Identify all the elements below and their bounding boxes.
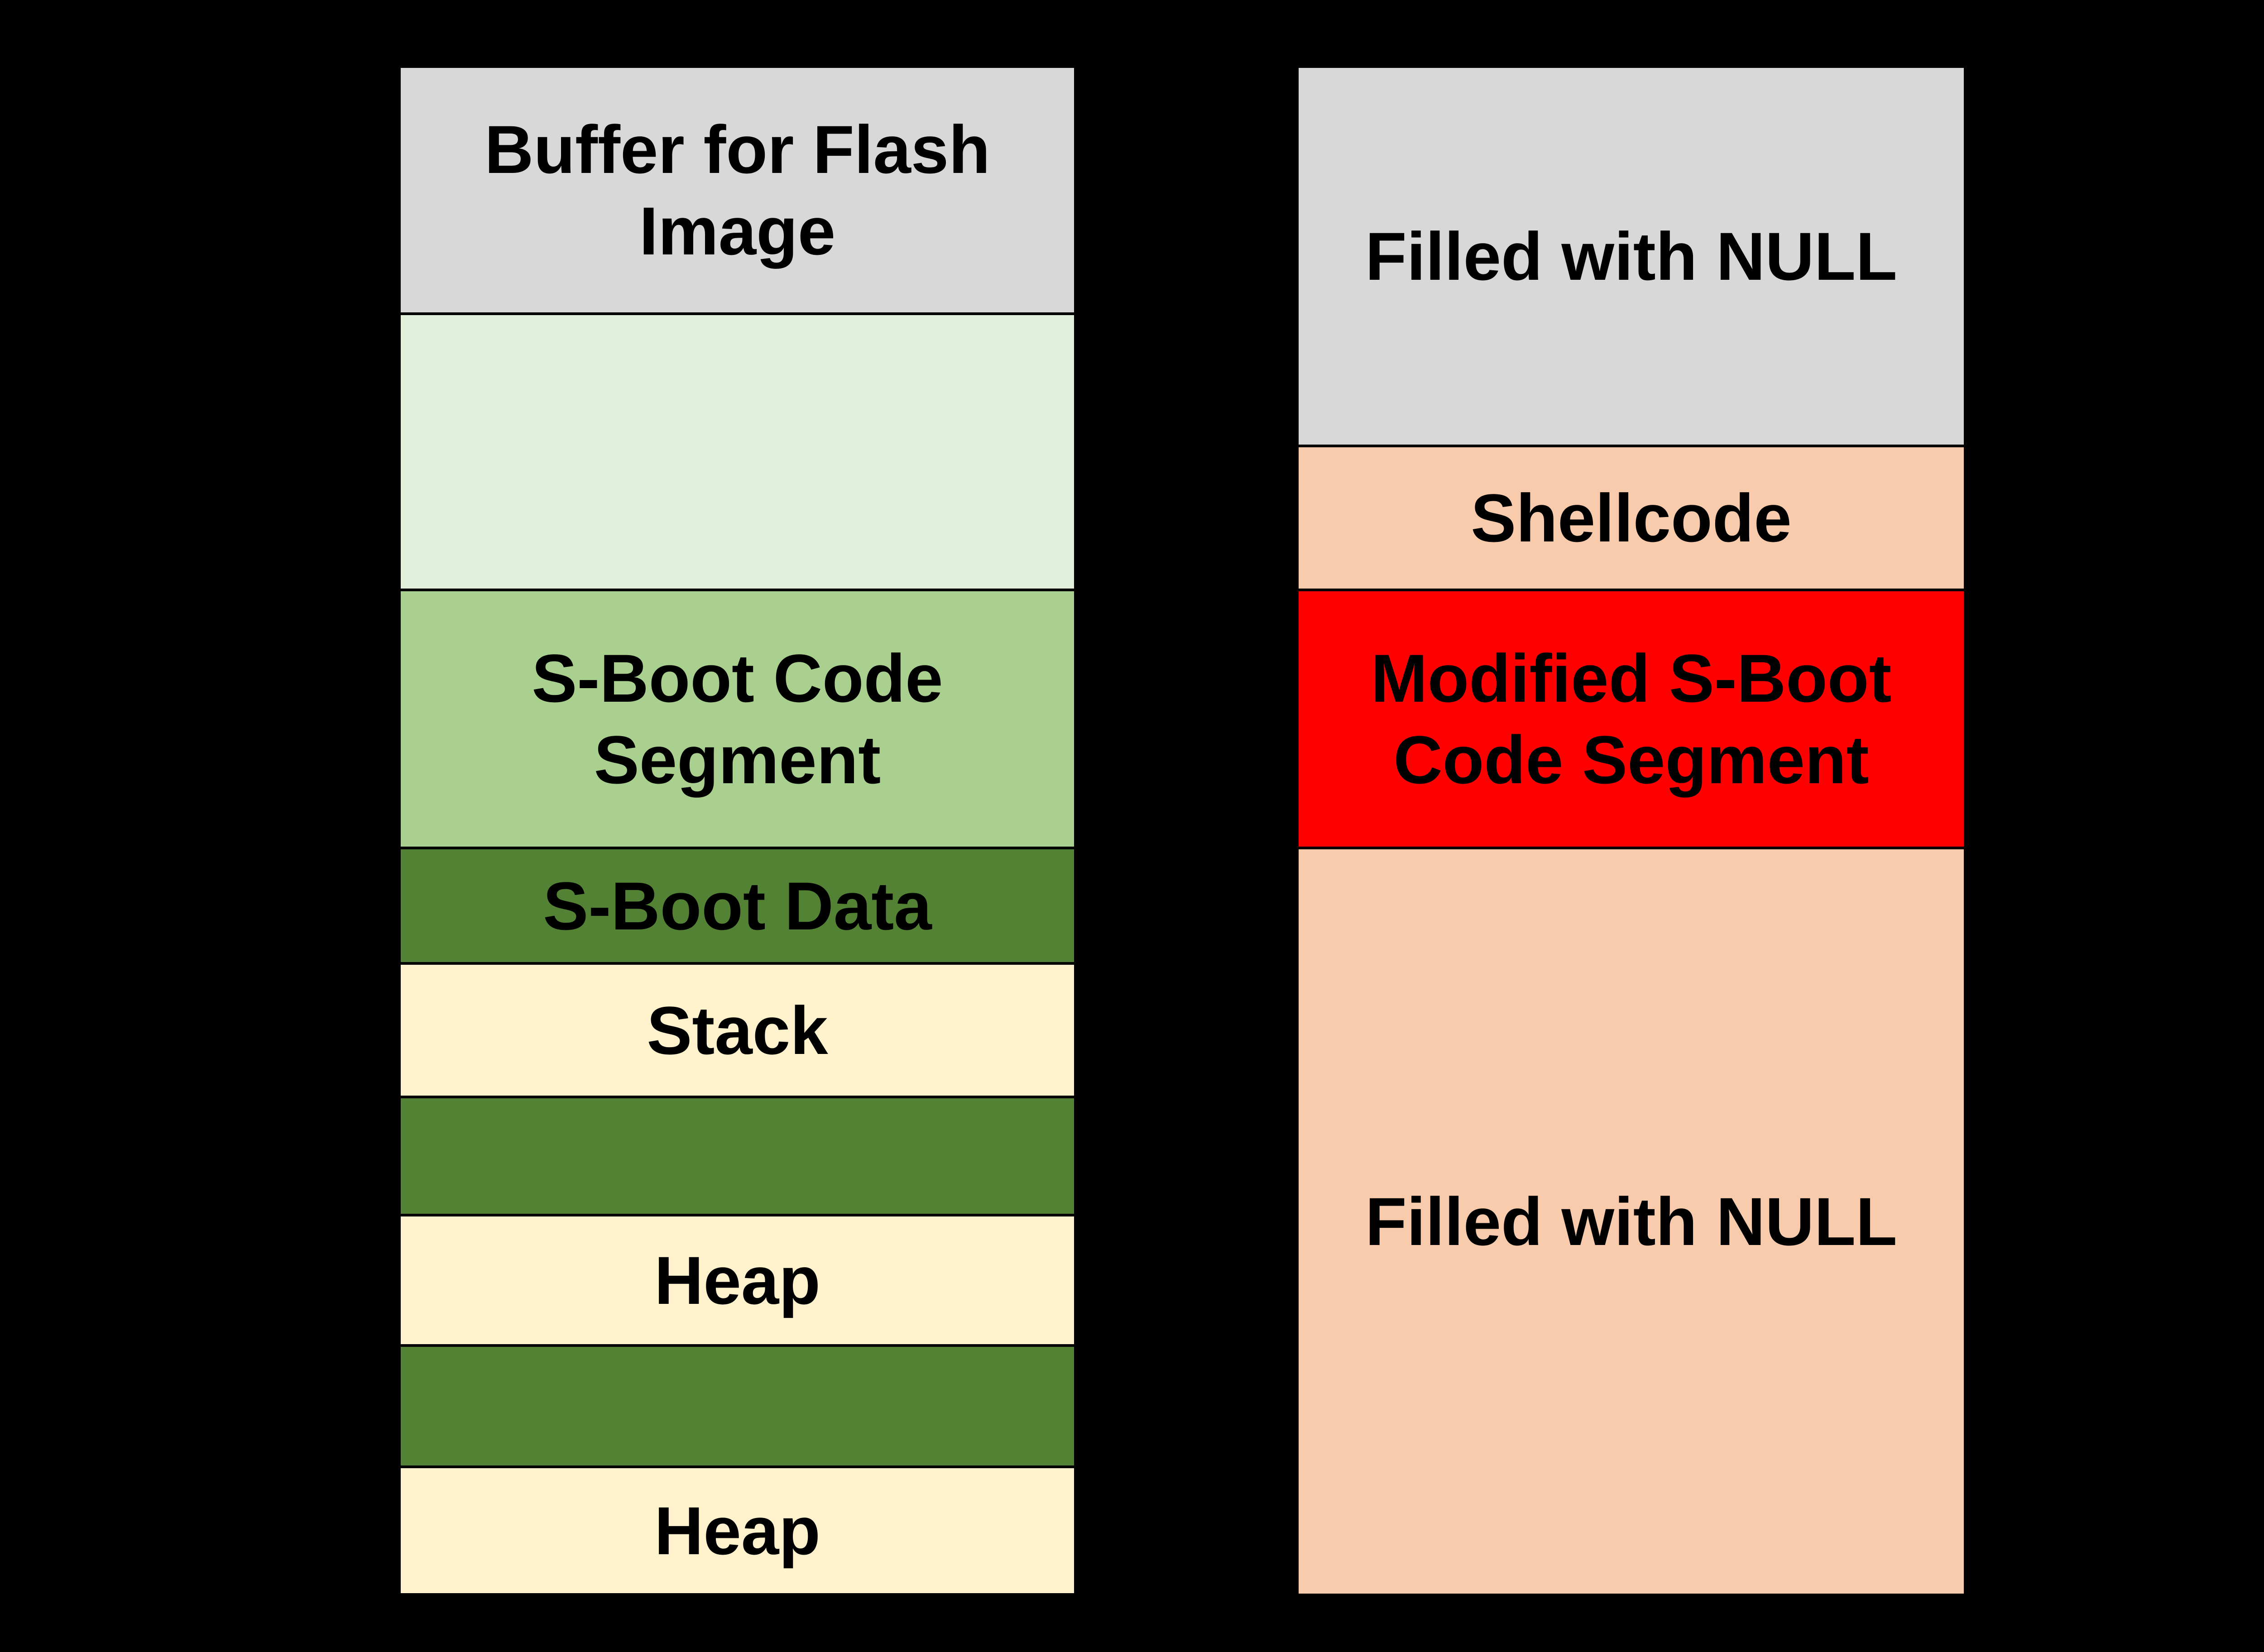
memory-segment: Filled with NULL bbox=[1297, 848, 1965, 1595]
segment-label: Modified S-Boot Code Segment bbox=[1371, 640, 1892, 798]
memory-segment: S-Boot Code Segment bbox=[399, 590, 1075, 848]
segment-label: Stack bbox=[647, 992, 828, 1068]
segment-label: Filled with NULL bbox=[1365, 218, 1897, 294]
segment-label: Heap bbox=[654, 1493, 820, 1569]
segment-label: S-Boot Data bbox=[543, 867, 932, 944]
memory-segment: Buffer for Flash Image bbox=[399, 67, 1075, 314]
memory-segment bbox=[399, 1346, 1075, 1467]
segment-label: Heap bbox=[654, 1242, 820, 1318]
memory-segment: Heap bbox=[399, 1467, 1075, 1595]
memory-segment: Filled with NULL bbox=[1297, 67, 1965, 446]
memory-segment: Modified S-Boot Code Segment bbox=[1297, 590, 1965, 848]
memory-segment bbox=[399, 1097, 1075, 1215]
memory-segment: Shellcode bbox=[1297, 446, 1965, 590]
segment-label: Buffer for Flash Image bbox=[484, 111, 990, 269]
segment-label: S-Boot Code Segment bbox=[532, 640, 943, 798]
segment-label: Shellcode bbox=[1471, 480, 1792, 556]
memory-segment bbox=[399, 314, 1075, 590]
memory-segment: S-Boot Data bbox=[399, 848, 1075, 963]
memory-segment: Heap bbox=[399, 1215, 1075, 1346]
segment-label: Filled with NULL bbox=[1365, 1183, 1897, 1259]
memory-segment: Stack bbox=[399, 963, 1075, 1097]
